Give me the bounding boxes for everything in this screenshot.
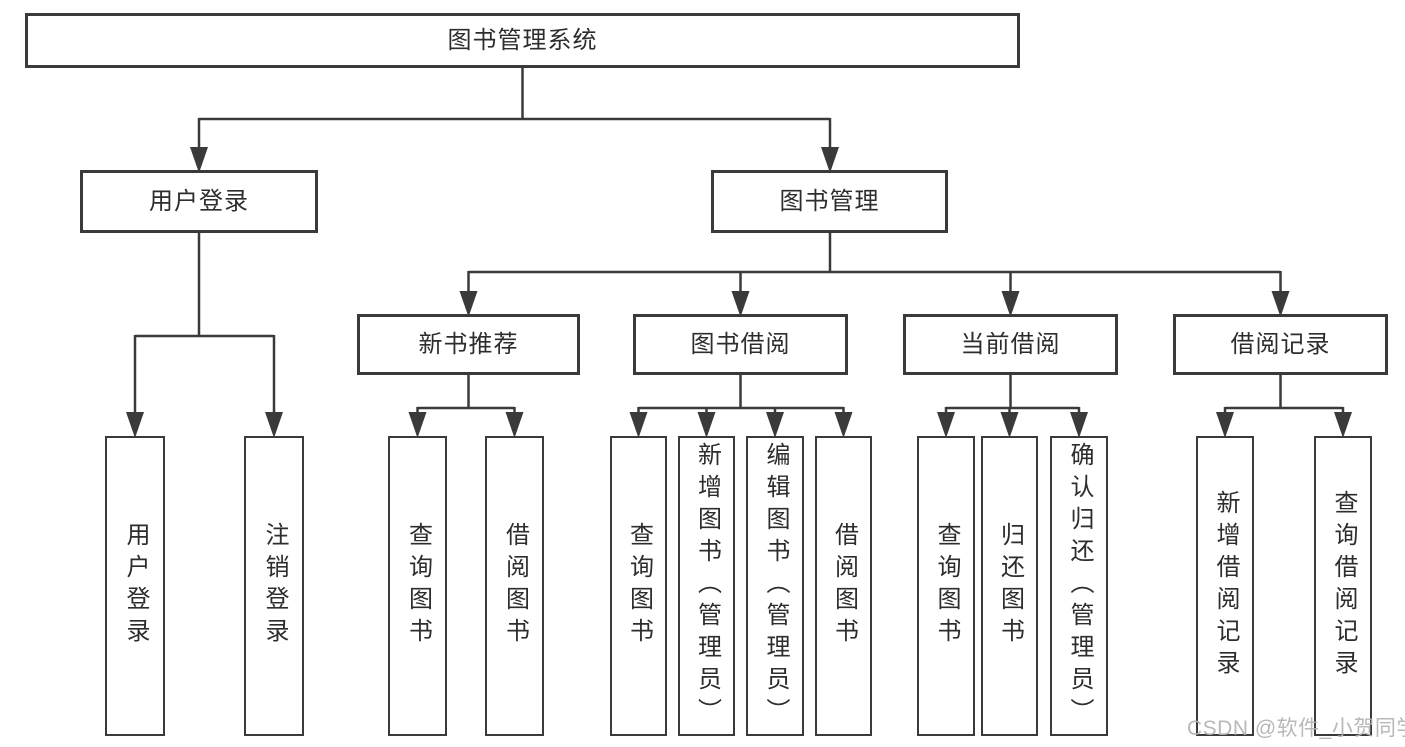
node-user-login-label: 用户登录 [149, 187, 249, 215]
tree-edges [133, 68, 1345, 424]
leaf-current-return-books: 归还图书 [981, 436, 1038, 736]
leaf-borrowing-borrow-books: 借阅图书 [815, 436, 872, 736]
leaf-current-confirm-return-admin: 确认归还（管理员） [1050, 436, 1108, 736]
node-borrowing-records-label: 借阅记录 [1230, 330, 1331, 358]
leaf-newrec-borrow-books-label: 借阅图书 [501, 522, 529, 650]
node-current-borrowing-label: 当前借阅 [960, 330, 1061, 358]
node-book-management-label: 图书管理 [779, 187, 880, 215]
leaf-borrowing-add-books-admin: 新增图书（管理员） [678, 436, 735, 736]
leaf-newrec-query-books-label: 查询图书 [404, 522, 432, 650]
node-new-book-recommend: 新书推荐 [357, 314, 580, 375]
leaf-current-confirm-return-admin-label: 确认归还（管理员） [1066, 442, 1093, 730]
leaf-current-query-books: 查询图书 [917, 436, 975, 736]
csdn-watermark: CSDN @软件_小贺同学 [1187, 717, 1405, 740]
leaf-records-add-record: 新增借阅记录 [1196, 436, 1254, 736]
leaf-newrec-query-books: 查询图书 [388, 436, 447, 736]
leaf-borrowing-edit-books-admin: 编辑图书（管理员） [746, 436, 804, 736]
leaf-records-add-record-label: 新增借阅记录 [1212, 490, 1239, 682]
node-borrowing-records: 借阅记录 [1173, 314, 1388, 375]
node-book-management: 图书管理 [711, 170, 948, 233]
node-new-book-recommend-label: 新书推荐 [418, 330, 519, 358]
leaf-borrowing-add-books-admin-label: 新增图书（管理员） [693, 442, 721, 730]
node-root: 图书管理系统 [25, 13, 1020, 68]
leaf-user-login: 用户登录 [105, 436, 165, 736]
node-root-label: 图书管理系统 [447, 26, 598, 54]
leaf-current-return-books-label: 归还图书 [996, 522, 1024, 650]
leaf-records-query-record: 查询借阅记录 [1314, 436, 1372, 736]
leaf-borrowing-query-books: 查询图书 [610, 436, 667, 736]
leaf-current-query-books-label: 查询图书 [933, 522, 960, 650]
leaf-borrowing-edit-books-admin-label: 编辑图书（管理员） [762, 442, 789, 730]
leaf-borrowing-borrow-books-label: 借阅图书 [830, 522, 858, 650]
node-current-borrowing: 当前借阅 [903, 314, 1118, 375]
leaf-user-login-label: 用户登录 [122, 522, 149, 650]
arrowhead-icons [126, 147, 1352, 438]
leaf-logout-label: 注销登录 [261, 522, 288, 650]
leaf-logout: 注销登录 [244, 436, 304, 736]
node-book-borrowing: 图书借阅 [633, 314, 848, 375]
node-book-borrowing-label: 图书借阅 [690, 330, 791, 358]
node-user-login: 用户登录 [80, 170, 318, 233]
leaf-records-query-record-label: 查询借阅记录 [1330, 490, 1357, 682]
leaf-newrec-borrow-books: 借阅图书 [485, 436, 544, 736]
leaf-borrowing-query-books-label: 查询图书 [625, 522, 653, 650]
